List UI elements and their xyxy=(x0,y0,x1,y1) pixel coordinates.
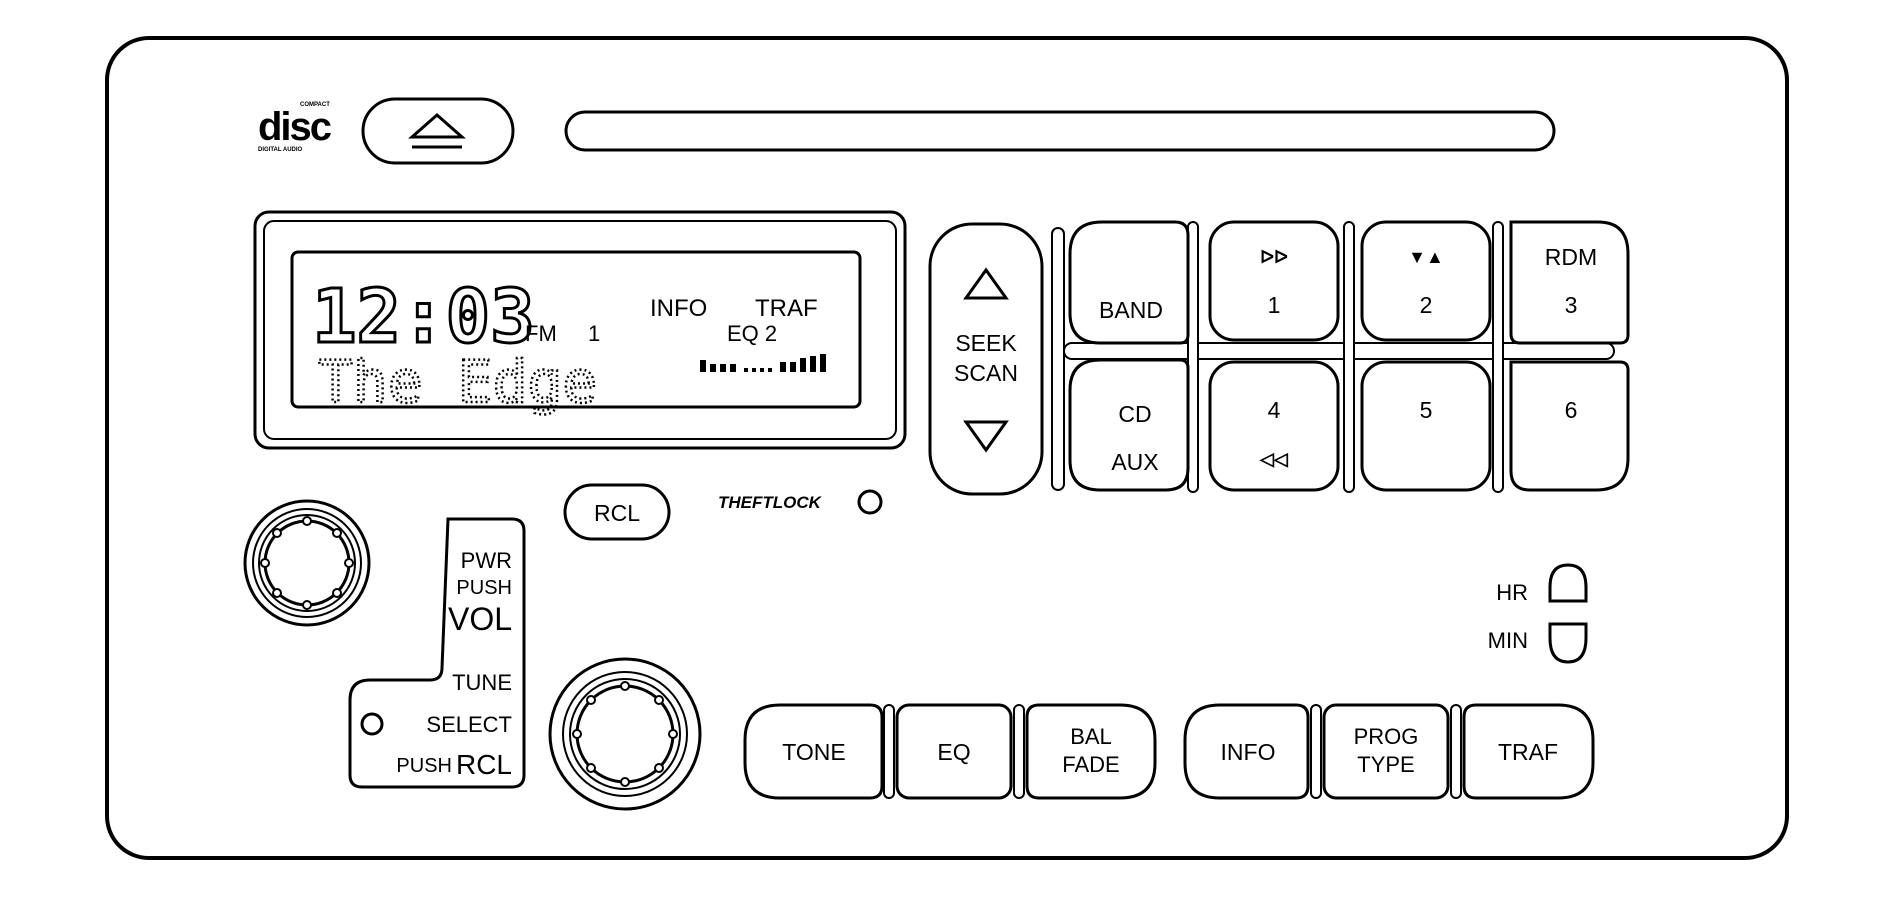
preset-6-label: 6 xyxy=(1565,397,1578,423)
hr-label: HR xyxy=(1496,580,1528,605)
logo-digital-audio-text: DIGITAL AUDIO xyxy=(258,147,303,153)
traf-button[interactable]: TRAF xyxy=(1462,703,1595,800)
display-info: INFO xyxy=(650,295,707,322)
cd-label: CD xyxy=(1118,401,1151,427)
preset-6-button[interactable]: 6 xyxy=(1509,360,1630,492)
eject-button[interactable] xyxy=(361,97,515,165)
eject-icon xyxy=(408,113,466,149)
band-button[interactable]: BAND xyxy=(1068,220,1190,345)
signal-level-indicator xyxy=(700,354,826,372)
aux-label: AUX xyxy=(1111,449,1158,475)
bal-label: BAL xyxy=(1070,724,1112,749)
bottom-sep-3 xyxy=(1310,704,1322,799)
cd-slot[interactable] xyxy=(564,110,1556,152)
info-button[interactable]: INFO xyxy=(1183,703,1310,800)
push-label-1: PUSH xyxy=(456,577,512,599)
display-band: FM xyxy=(525,321,557,346)
rail-middle xyxy=(1063,342,1615,360)
preset-5-label: 5 xyxy=(1420,397,1433,423)
push-label-2: PUSH xyxy=(396,755,452,777)
display-preset: 1 xyxy=(588,321,600,346)
triangle-down-icon xyxy=(963,420,1009,453)
band-label: BAND xyxy=(1099,297,1163,323)
rcl-button[interactable]: RCL xyxy=(563,483,671,541)
pwr-label: PWR xyxy=(461,548,512,573)
rail-sep-1 xyxy=(1187,221,1199,493)
preset-4-button[interactable]: 4 ◁◁ xyxy=(1208,360,1340,492)
min-label: MIN xyxy=(1488,628,1528,653)
knob-label-panel xyxy=(348,517,526,789)
down-up-icon: ▼▲ xyxy=(1408,247,1444,267)
preset-2-button[interactable]: ▼▲ 2 xyxy=(1360,220,1492,342)
rcl-label: RCL xyxy=(594,500,640,526)
rewind-icon: ◁◁ xyxy=(1259,449,1289,469)
logo-compact-text: COMPACT xyxy=(300,102,330,108)
type-label: TYPE xyxy=(1357,752,1414,777)
tone-button[interactable]: TONE xyxy=(743,703,884,800)
preset-1-button[interactable]: ᐅᐅ 1 xyxy=(1208,220,1340,342)
rail-sep-3 xyxy=(1492,221,1504,493)
seek-label: SEEK xyxy=(955,330,1017,356)
preset-4-label: 4 xyxy=(1268,397,1281,423)
display-time: 12:03 xyxy=(312,274,535,360)
compact-disc-logo: disc COMPACT DIGITAL AUDIO xyxy=(258,102,334,153)
min-button[interactable] xyxy=(1548,622,1588,664)
select-label: SELECT xyxy=(426,712,512,737)
rail-left xyxy=(1051,227,1065,491)
prog-label: PROG xyxy=(1354,724,1419,749)
fade-label: FADE xyxy=(1062,752,1119,777)
rail-sep-2 xyxy=(1343,221,1355,493)
info-label: INFO xyxy=(1221,739,1276,765)
rdm-label: RDM xyxy=(1545,244,1597,270)
preset-1-label: 1 xyxy=(1268,292,1281,318)
eq-label: EQ xyxy=(937,739,970,765)
seek-scan-rocker[interactable]: SEEK SCAN xyxy=(928,222,1044,496)
display-traf: TRAF xyxy=(755,295,818,322)
theftlock-led xyxy=(857,489,883,515)
preset-3-label: 3 xyxy=(1565,292,1578,318)
traf-label: TRAF xyxy=(1498,739,1558,765)
volume-knob[interactable] xyxy=(243,499,371,627)
bottom-sep-2 xyxy=(1013,704,1025,799)
vol-label: VOL xyxy=(448,601,512,637)
tune-knob[interactable] xyxy=(548,657,702,811)
cd-aux-button[interactable]: CD AUX xyxy=(1068,358,1190,492)
fast-forward-icon: ᐅᐅ xyxy=(1260,247,1288,267)
scan-label: SCAN xyxy=(954,360,1018,386)
bal-fade-button[interactable]: BAL FADE xyxy=(1025,703,1157,800)
rcl-knob-label: RCL xyxy=(456,749,512,780)
display-station-text: The Edge xyxy=(318,348,597,416)
bottom-sep-4 xyxy=(1450,704,1462,799)
logo-disc-text: disc xyxy=(258,105,332,149)
triangle-up-icon xyxy=(963,267,1009,300)
display-panel: 12:03 FM 1 INFO TRAF EQ 2 The Edge xyxy=(253,210,907,450)
select-led xyxy=(360,712,384,736)
preset-5-button[interactable]: 5 xyxy=(1360,360,1492,492)
display-eq: EQ 2 xyxy=(727,321,777,346)
preset-2-label: 2 xyxy=(1420,292,1433,318)
hr-button[interactable] xyxy=(1548,563,1588,603)
eq-button[interactable]: EQ xyxy=(895,703,1013,800)
prog-type-button[interactable]: PROG TYPE xyxy=(1322,703,1450,800)
preset-3-button[interactable]: RDM 3 xyxy=(1509,220,1630,345)
theftlock-label: THEFTLOCK xyxy=(718,493,823,512)
tune-label: TUNE xyxy=(452,670,512,695)
tone-label: TONE xyxy=(782,739,845,765)
bottom-sep-1 xyxy=(883,704,895,799)
